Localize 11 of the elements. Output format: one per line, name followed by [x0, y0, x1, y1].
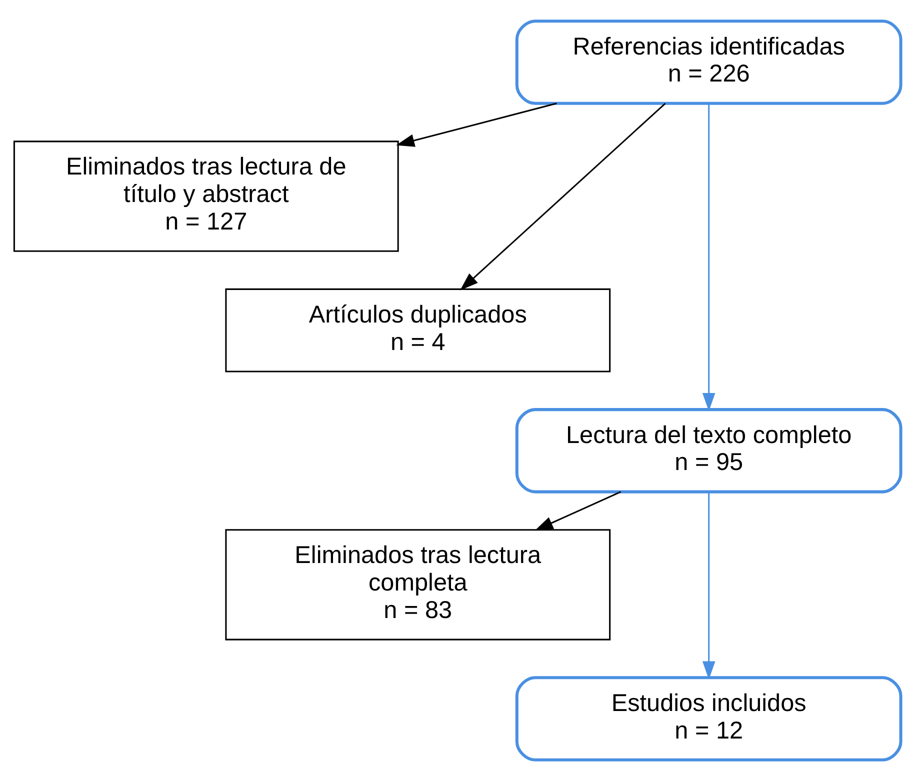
node-box: Artículos duplicados n = 4 — [225, 288, 611, 372]
node-box: Eliminados tras lectura de título y abstract n = 127 — [13, 140, 399, 252]
arrow — [534, 491, 622, 531]
arrow — [702, 492, 716, 680]
arrow — [460, 102, 666, 290]
node-box: Estudios incluidos n = 12 — [515, 676, 902, 762]
node-box: Eliminados tras lectura completa n = 83 — [225, 529, 611, 640]
node-box: Lectura del texto completo n = 95 — [515, 408, 902, 494]
arrow — [396, 102, 557, 147]
arrow — [702, 104, 716, 412]
node-box: Referencias identificadas n = 226 — [515, 20, 902, 105]
